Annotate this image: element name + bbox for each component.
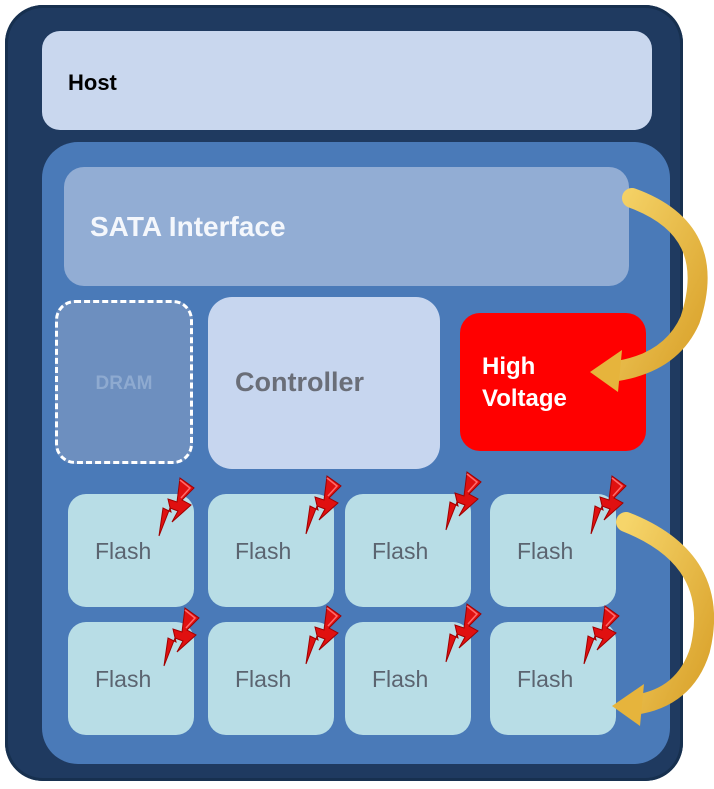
flash-label: Flash <box>235 666 292 692</box>
flash-chip: Flash <box>345 622 471 735</box>
high-voltage-line-2: Voltage <box>482 385 567 412</box>
sata-interface-block: SATA Interface <box>64 167 629 286</box>
flash-chip: Flash <box>68 494 194 607</box>
flash-chip: Flash <box>208 622 334 735</box>
controller-block: Controller <box>208 297 440 469</box>
flash-label: Flash <box>372 538 429 564</box>
flash-chip: Flash <box>490 494 616 607</box>
dram-label: DRAM <box>95 373 153 394</box>
controller-label: Controller <box>235 367 365 397</box>
high-voltage-block: High Voltage <box>460 313 646 451</box>
host-block: Host <box>42 31 652 130</box>
sata-interface-label: SATA Interface <box>90 211 286 242</box>
flash-chip: Flash <box>68 622 194 735</box>
flash-label: Flash <box>235 538 292 564</box>
flash-label: Flash <box>517 538 574 564</box>
dram-block: DRAM <box>55 300 193 464</box>
flash-label: Flash <box>517 666 574 692</box>
flash-label: Flash <box>95 538 152 564</box>
high-voltage-label: High Voltage <box>482 351 567 415</box>
flash-chip: Flash <box>490 622 616 735</box>
flash-chip: Flash <box>208 494 334 607</box>
high-voltage-line-1: High <box>482 353 536 380</box>
host-label: Host <box>68 70 117 95</box>
flash-label: Flash <box>372 666 429 692</box>
flash-label: Flash <box>95 666 152 692</box>
flash-chip: Flash <box>345 494 471 607</box>
